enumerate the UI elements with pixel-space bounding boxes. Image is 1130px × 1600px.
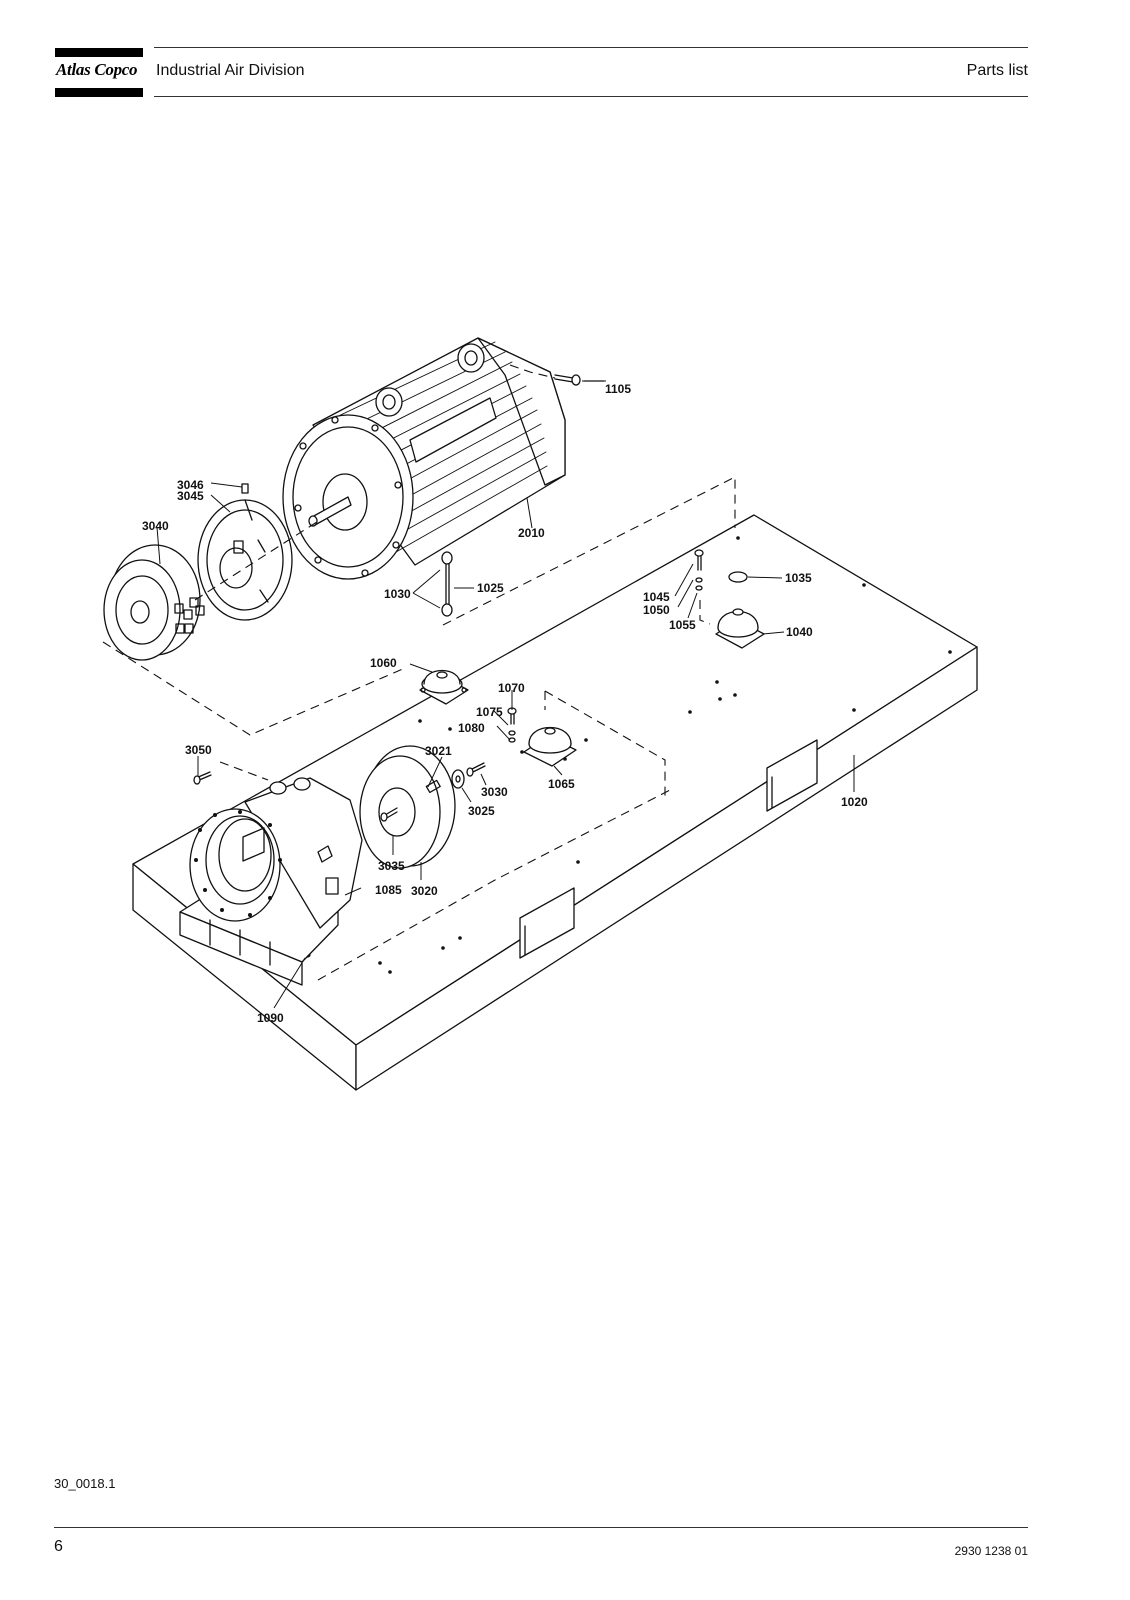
brand-logo: Atlas Copco bbox=[56, 60, 138, 79]
callout-3035: 3035 bbox=[378, 859, 405, 873]
callout-1090: 1090 bbox=[257, 1011, 284, 1025]
callout-1025: 1025 bbox=[477, 581, 504, 595]
dash-motor-to-frame bbox=[442, 476, 736, 626]
callout-3046: 3046 bbox=[177, 478, 204, 492]
dash-bolt-1105 bbox=[509, 364, 556, 379]
mount-1060 bbox=[419, 670, 469, 705]
callout-1020: 1020 bbox=[841, 795, 868, 809]
section-title: Parts list bbox=[966, 62, 1028, 79]
callout-1075: 1075 bbox=[476, 705, 503, 719]
washer-3025 bbox=[451, 769, 465, 789]
callout-2010: 2010 bbox=[518, 526, 545, 540]
bolt-1105 bbox=[554, 374, 605, 386]
mount-1065 bbox=[523, 726, 577, 767]
dash-shaft-axis bbox=[194, 519, 321, 601]
callout-1045: 1045 bbox=[643, 590, 670, 604]
dash-bolt-3050 bbox=[219, 761, 269, 781]
washer-1035 bbox=[728, 571, 748, 583]
gear-casing-1085 bbox=[179, 777, 363, 986]
callout-1040: 1040 bbox=[786, 625, 813, 639]
coupling-half-3040 bbox=[103, 544, 205, 661]
bolt-3030 bbox=[466, 762, 486, 777]
dash-mount-1065 bbox=[544, 690, 666, 800]
logo-bar-top bbox=[55, 48, 143, 57]
dash-coupling-to-mount bbox=[102, 641, 406, 736]
document-number: 2930 1238 01 bbox=[954, 1544, 1028, 1558]
callout-1060: 1060 bbox=[370, 656, 397, 670]
dash-housing-to-frame bbox=[317, 789, 671, 981]
callout-3025: 3025 bbox=[468, 804, 495, 818]
coupling-half-3045 bbox=[197, 483, 293, 621]
figure-reference: 30_0018.1 bbox=[54, 1476, 116, 1491]
callout-3040: 3040 bbox=[142, 519, 169, 533]
page-number: 6 bbox=[54, 1538, 63, 1555]
logo-bar-bottom bbox=[55, 88, 143, 97]
division-title: Industrial Air Division bbox=[156, 62, 305, 79]
header-rule-bottom bbox=[154, 96, 1028, 97]
callout-1035: 1035 bbox=[785, 571, 812, 585]
callout-1080: 1080 bbox=[458, 721, 485, 735]
callout-3050: 3050 bbox=[185, 743, 212, 757]
bolt-3050 bbox=[193, 771, 212, 785]
electric-motor bbox=[282, 337, 566, 580]
callout-1055: 1055 bbox=[669, 618, 696, 632]
bolt-1045 bbox=[694, 549, 704, 591]
callout-3021: 3021 bbox=[425, 744, 452, 758]
header-rule-top bbox=[154, 47, 1028, 48]
callout-1085: 1085 bbox=[375, 883, 402, 897]
coupling-disc-3020 bbox=[359, 745, 456, 869]
dash-mount-1040 bbox=[699, 600, 711, 625]
callout-1105: 1105 bbox=[605, 382, 631, 396]
callout-3045: 3045 bbox=[177, 489, 204, 503]
callout-3030: 3030 bbox=[481, 785, 508, 799]
callout-1030: 1030 bbox=[384, 587, 411, 601]
callout-1050: 1050 bbox=[643, 603, 670, 617]
callout-3020: 3020 bbox=[411, 884, 438, 898]
footer-rule bbox=[54, 1527, 1028, 1528]
stud-1025 bbox=[441, 551, 453, 617]
callout-1065: 1065 bbox=[548, 777, 575, 791]
callout-1070: 1070 bbox=[498, 681, 525, 695]
